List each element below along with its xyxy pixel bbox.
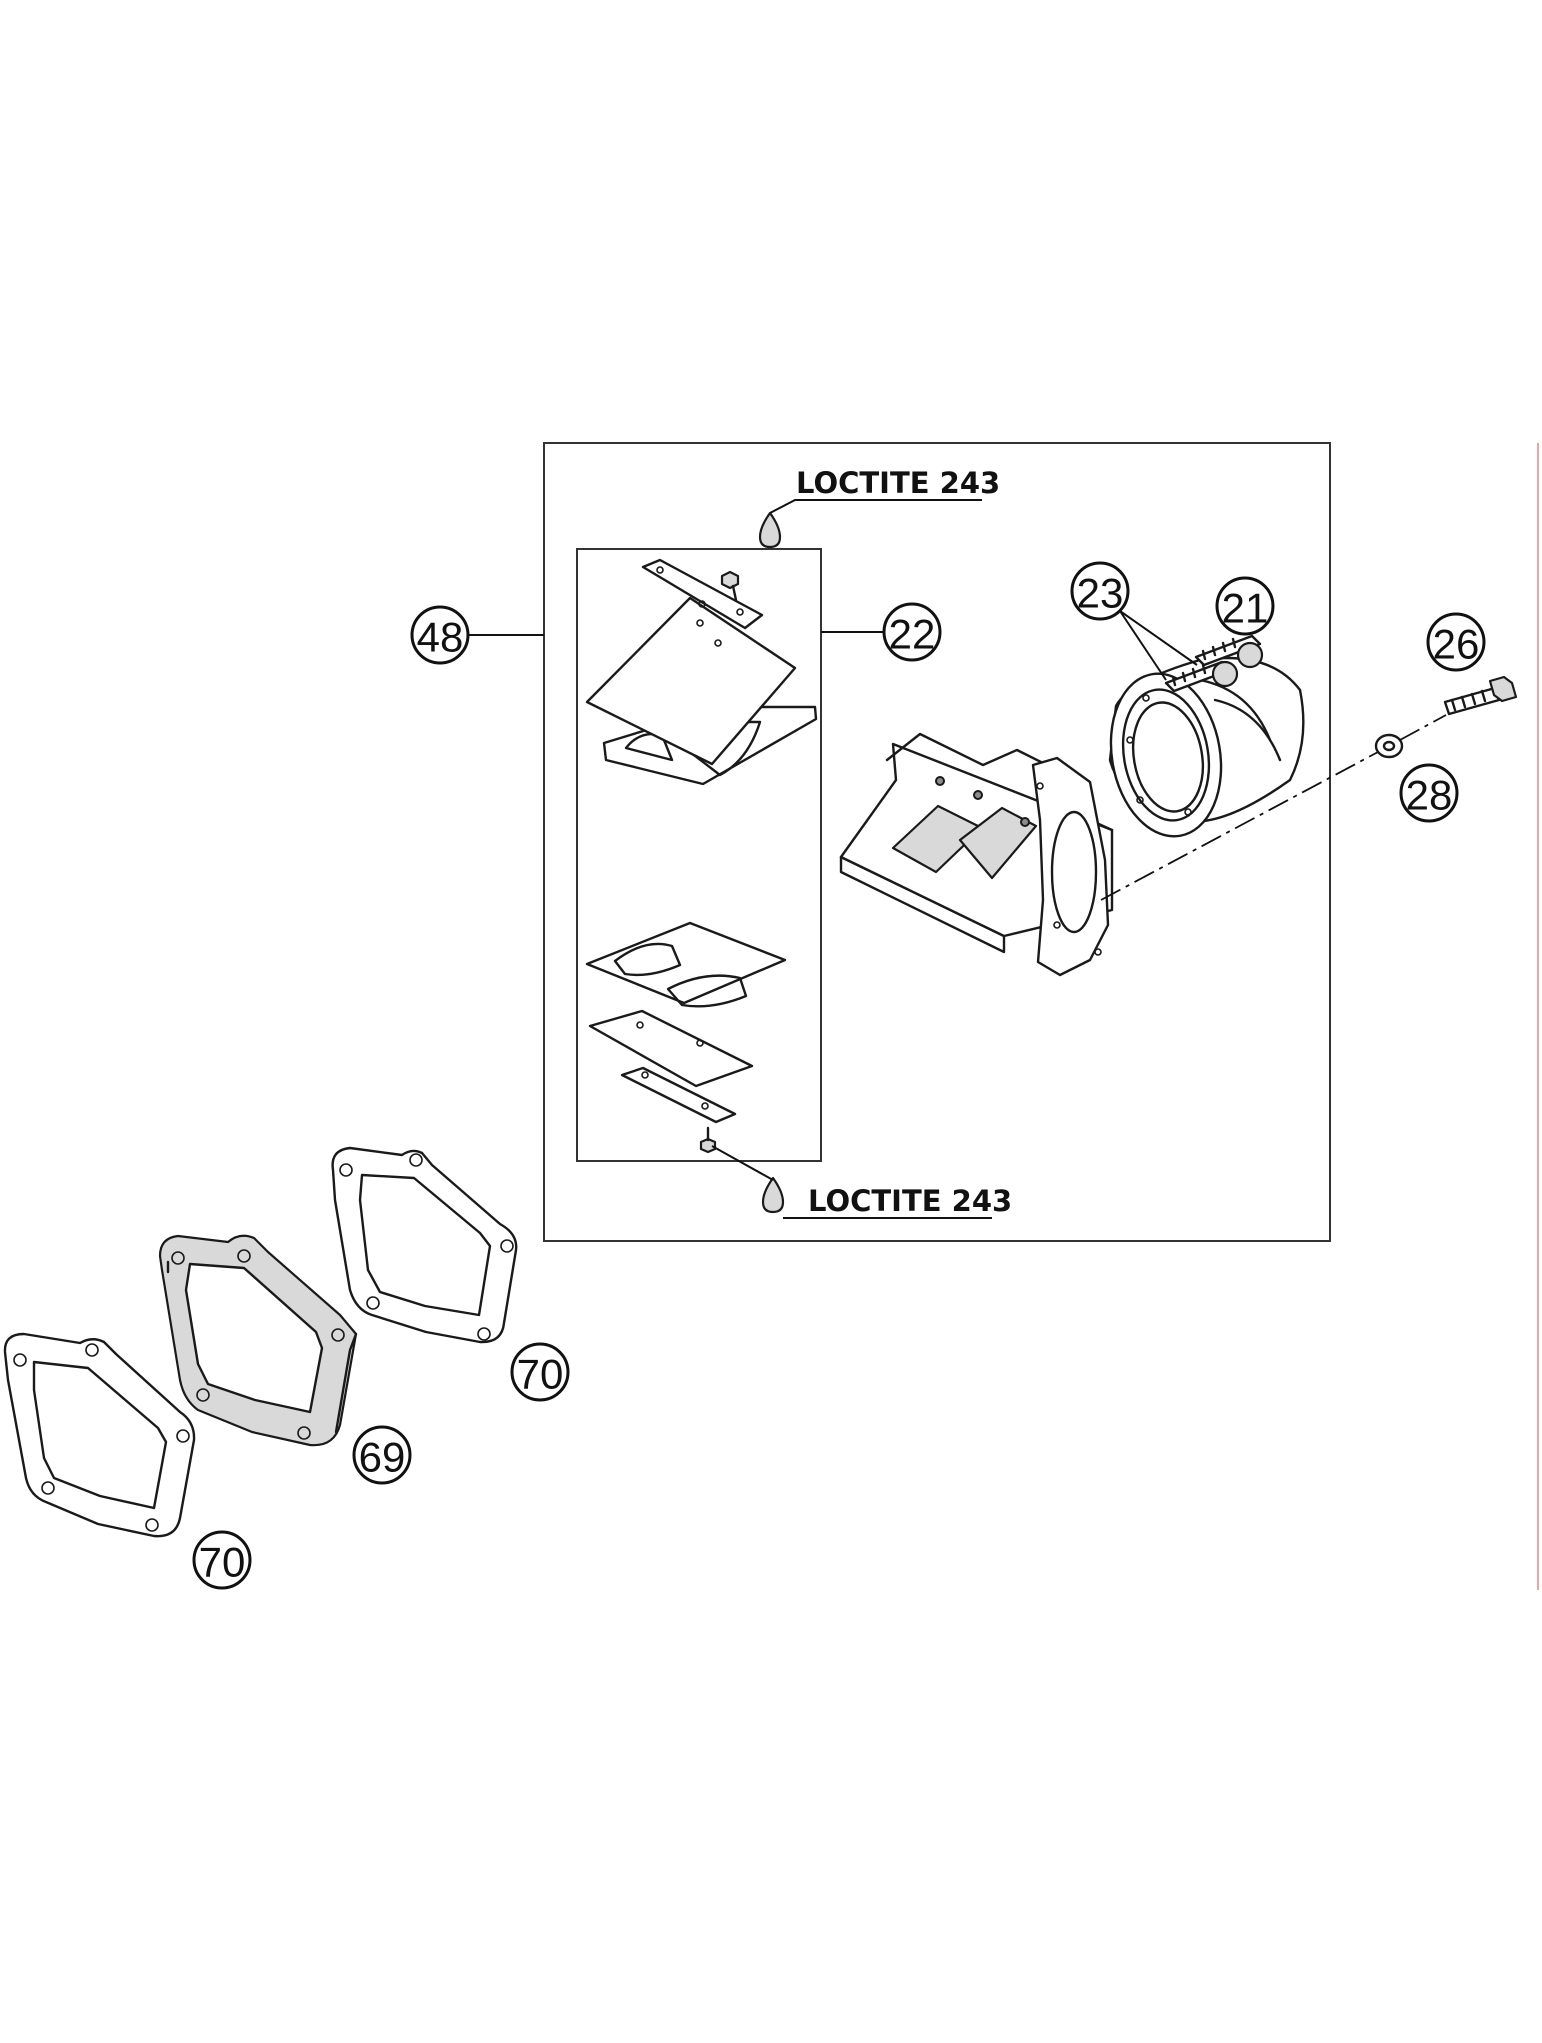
callout-28: 28	[1399, 763, 1459, 823]
gasket-upper	[331, 1146, 518, 1344]
svg-text:70: 70	[517, 1351, 564, 1398]
reed-kit-lower	[585, 921, 787, 1154]
svg-text:26: 26	[1433, 621, 1480, 668]
callout-21: 21	[1215, 576, 1275, 636]
reed-kit-upper	[585, 558, 818, 786]
clamp-screws	[1164, 634, 1264, 693]
callout-22: 22	[882, 602, 942, 662]
leader-loctite-top	[769, 499, 982, 514]
callout-70-lower: 70	[192, 1530, 252, 1590]
svg-text:23: 23	[1077, 570, 1124, 617]
svg-text:22: 22	[889, 611, 936, 658]
washer	[1374, 733, 1404, 759]
intake-boot	[1108, 656, 1305, 838]
svg-text:48: 48	[417, 614, 464, 661]
assembly-frame	[543, 442, 1331, 1242]
loctite-note-top: LOCTITE 243	[796, 466, 1000, 500]
assembly-axis	[1100, 714, 1447, 901]
callout-69: 69	[352, 1425, 412, 1485]
callout-23: 23	[1070, 561, 1130, 621]
reed-valve-housing	[839, 732, 1114, 977]
svg-text:70: 70	[199, 1539, 246, 1586]
callout-26: 26	[1426, 612, 1486, 672]
bolt	[1443, 675, 1518, 716]
spacer	[158, 1234, 358, 1447]
callout-70-upper: 70	[510, 1342, 570, 1402]
gasket-lower	[3, 1332, 196, 1538]
callout-48: 48	[410, 605, 470, 665]
loctite-note-bottom: LOCTITE 243	[808, 1184, 1012, 1218]
reed-kit-frame	[576, 548, 822, 1162]
svg-text:69: 69	[359, 1434, 406, 1481]
loctite-drop-icon-bottom	[761, 1176, 785, 1214]
svg-text:21: 21	[1222, 585, 1269, 632]
leader-loctite-bottom	[711, 1145, 992, 1219]
leader-23	[1119, 610, 1198, 681]
loctite-drop-icon-top	[758, 511, 782, 549]
svg-text:28: 28	[1406, 772, 1453, 819]
